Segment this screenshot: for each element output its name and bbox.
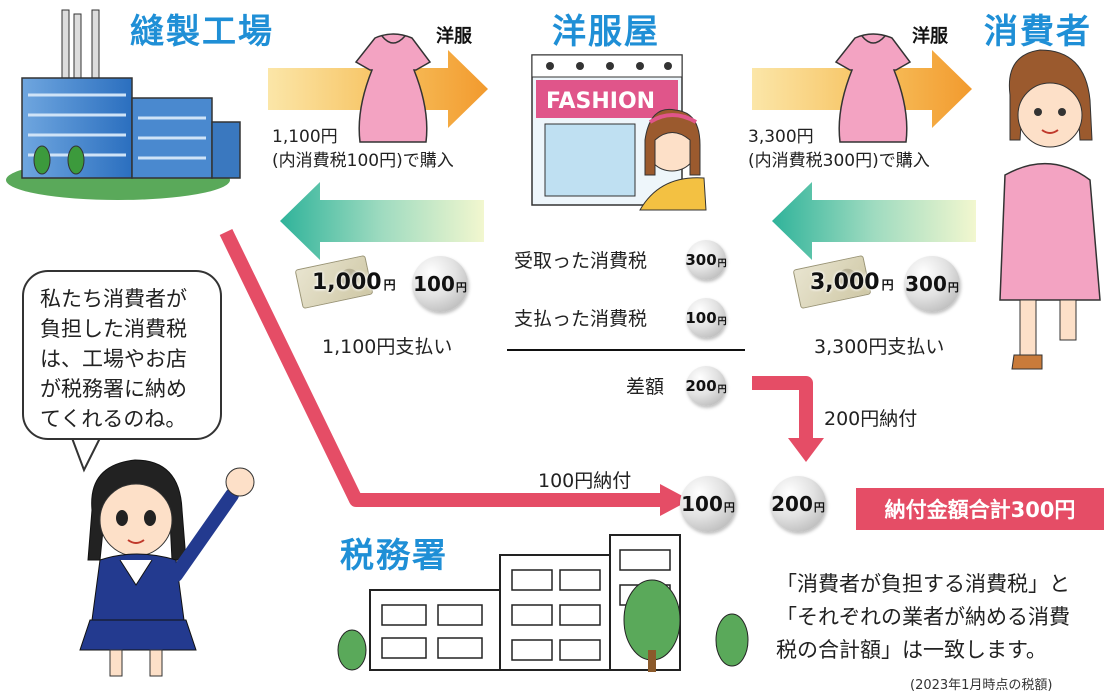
factory-title: 縫製工場 xyxy=(130,12,274,52)
summary-note: 「消費者が負担する消費税」と 「それぞれの業者が納める消費 税の合計額」は一致し… xyxy=(776,568,1070,667)
shop-tax-line xyxy=(752,376,824,462)
total-payment-badge: 納付金額合計300円 xyxy=(856,488,1104,530)
consumer-purchase-detail: (内消費税300円)で購入 xyxy=(748,151,930,171)
tax-office-coin-shop-unit: 円 xyxy=(813,500,825,514)
coin-left-unit: 円 xyxy=(455,280,467,294)
money-arrow-right xyxy=(772,182,976,260)
bill-right-unit: 円 xyxy=(881,278,894,292)
factory-tax-line xyxy=(219,228,690,516)
dress-left xyxy=(354,33,432,143)
factory-illustration xyxy=(6,9,241,200)
paid-tax-unit: 円 xyxy=(717,316,727,327)
shop-illustration: FASHION xyxy=(531,54,707,211)
dress-right xyxy=(834,33,912,143)
coin-right-unit: 円 xyxy=(947,280,959,294)
shop-payment-label: 200円納付 xyxy=(824,408,918,430)
received-tax-label: 受取った消費税 xyxy=(514,250,648,272)
tax-office-illustration xyxy=(337,534,749,672)
shop-title: 洋服屋 xyxy=(552,12,660,52)
consumer-title: 消費者 xyxy=(984,12,1092,52)
goods-label-right: 洋服 xyxy=(912,26,948,47)
tax-office-coin-factory-unit: 円 xyxy=(723,500,735,514)
student-illustration xyxy=(79,459,255,677)
tax-office-title: 税務署 xyxy=(340,536,448,576)
note-line: 税の合計額」は一致します。 xyxy=(776,638,1047,662)
bill-left-amount: 1,000 xyxy=(312,270,382,295)
money-arrow-left xyxy=(280,182,484,260)
payment-right-caption: 3,300円支払い xyxy=(814,336,945,358)
speech-line: が税務署に納め xyxy=(40,377,187,401)
svg-text:FASHION: FASHION xyxy=(546,89,655,114)
difference-label: 差額 xyxy=(626,376,665,398)
goods-label-left: 洋服 xyxy=(436,26,472,47)
speech-line: は、工場やお店 xyxy=(40,347,187,371)
paid-tax-label: 支払った消費税 xyxy=(514,308,648,330)
consumer-purchase-price: 3,300円 xyxy=(748,127,814,147)
coin-left-amount: 100 xyxy=(413,272,455,296)
speech-line: 私たち消費者が xyxy=(40,287,187,311)
bill-left-unit: 円 xyxy=(383,278,396,292)
speech-bubble: 私たち消費者が 負担した消費税 は、工場やお店 が税務署に納め てくれるのね。 xyxy=(22,270,222,440)
consumer-illustration xyxy=(999,49,1101,370)
paid-tax-value: 100 xyxy=(685,309,717,327)
tax-office-coin-factory-amount: 100 xyxy=(681,492,723,516)
payment-left-caption: 1,100円支払い xyxy=(322,336,453,358)
note-line: 「それぞれの業者が納める消費 xyxy=(776,605,1070,629)
coin-right-amount: 300 xyxy=(905,272,947,296)
bill-right-amount: 3,000 xyxy=(810,270,880,295)
received-tax-value: 300 xyxy=(685,251,717,269)
received-tax-unit: 円 xyxy=(717,258,727,269)
difference-unit: 円 xyxy=(717,384,727,395)
factory-payment-label: 100円納付 xyxy=(538,470,632,492)
note-line: 「消費者が負担する消費税」と xyxy=(776,572,1070,596)
bubble-tail xyxy=(71,437,101,473)
shop-purchase-price: 1,100円 xyxy=(272,127,338,147)
date-footnote: (2023年1月時点の税額) xyxy=(910,678,1053,693)
speech-line: てくれるのね。 xyxy=(40,407,187,431)
shop-purchase-detail: (内消費税100円)で購入 xyxy=(272,151,454,171)
tax-office-coin-shop-amount: 200 xyxy=(771,492,813,516)
speech-line: 負担した消費税 xyxy=(40,317,187,341)
difference-value: 200 xyxy=(685,377,717,395)
